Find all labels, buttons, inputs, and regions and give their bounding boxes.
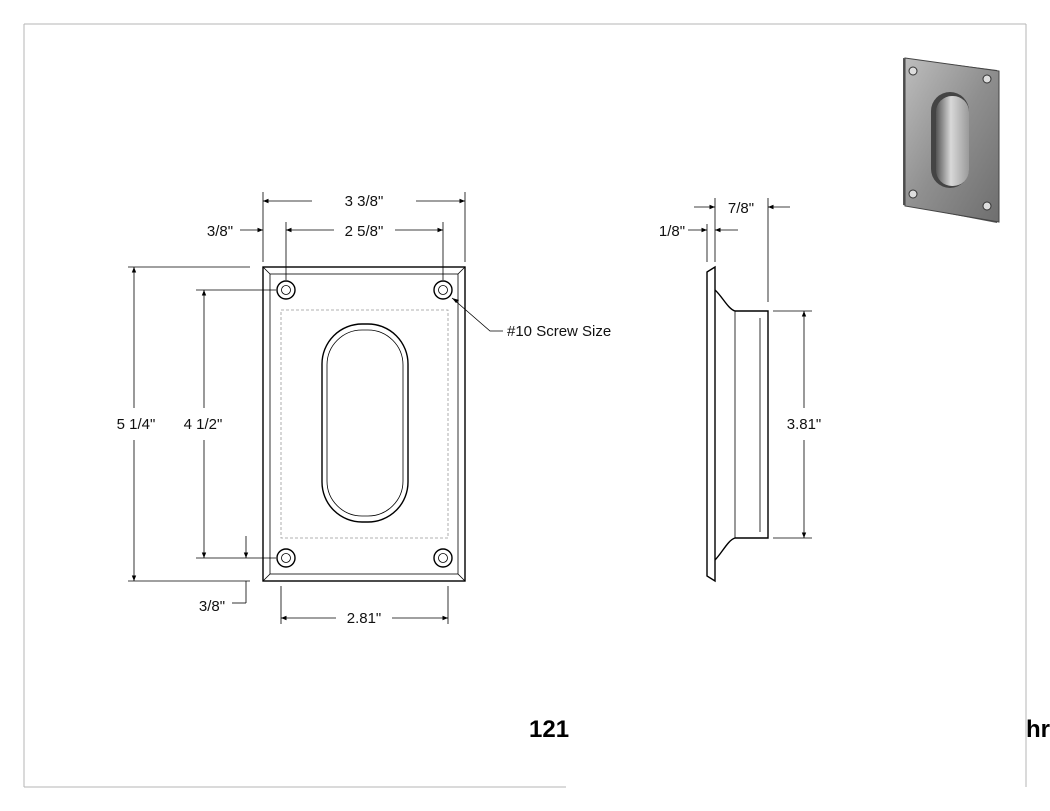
plate-bevel <box>269 273 459 575</box>
plate-outline <box>262 266 466 582</box>
part-number-title: 121 <box>529 716 569 743</box>
front-view: 3 3/8" 2 5/8" 3/8" 5 1/4" 4 1/2" 3/8" 2. <box>117 192 611 627</box>
dim-hole-spacing-height: 4 1/2" <box>184 416 223 433</box>
dim-overall-height: 5 1/4" <box>117 416 156 433</box>
dim-edge-to-hole-bottom: 3/8" <box>199 598 225 615</box>
screw-hole <box>276 280 296 300</box>
dim-overall-width: 3 3/8" <box>345 193 384 210</box>
dim-cup-height: 3.81" <box>787 416 822 433</box>
dim-edge-to-hole-top: 3/8" <box>207 223 233 240</box>
cup-inner <box>326 329 404 517</box>
screw-hole <box>276 548 296 568</box>
dim-depth: 7/8" <box>728 200 754 217</box>
dim-cup-width: 2.81" <box>347 610 382 627</box>
title-fragment-right: hr <box>1026 716 1050 743</box>
cup-opening <box>321 323 409 523</box>
cup-flange-hidden-line <box>280 309 449 539</box>
side-flange <box>706 265 716 583</box>
screw-hole <box>433 548 453 568</box>
screw-size-callout: #10 Screw Size <box>507 323 611 340</box>
product-render-image <box>903 57 1000 223</box>
sheet-border <box>23 23 1027 788</box>
side-cup-body <box>714 289 769 561</box>
screw-hole <box>433 280 453 300</box>
side-view: 7/8" 1/8" 3.81" <box>659 198 822 583</box>
dim-hole-spacing-width: 2 5/8" <box>345 223 384 240</box>
dim-flange-thickness: 1/8" <box>659 223 685 240</box>
